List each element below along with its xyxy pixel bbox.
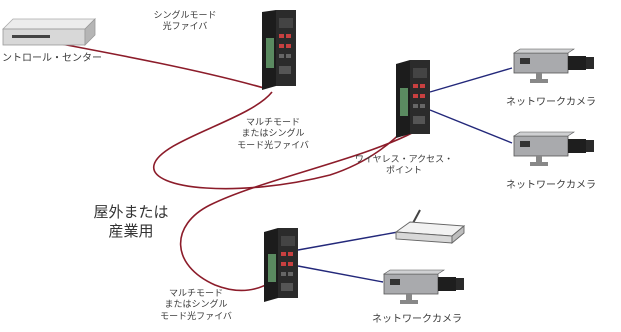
- outdoor-industrial-label: 屋外または 産業用: [76, 203, 186, 241]
- single-mode-fiber-line-1: シングルモード: [153, 11, 217, 21]
- wireless-router-icon: [394, 209, 466, 244]
- copper-switch-to-camera-3: [297, 265, 384, 283]
- multi-or-single-fiber-2-line-1: マルチモード: [168, 289, 223, 299]
- multi-or-single-fiber-label-2: マルチモード またはシングル モード光ファイバ: [146, 289, 246, 323]
- copper-ap-to-camera-1: [429, 67, 513, 93]
- single-mode-fiber-label: シングルモード 光ファイバ: [140, 11, 230, 34]
- multi-or-single-fiber-2-line-2: またはシングル: [164, 300, 228, 311]
- wireless-ap-line-1: ワイヤレス・アクセス・: [354, 155, 454, 165]
- camera-icon-1: [513, 48, 594, 83]
- multi-or-single-fiber-1-line-1: マルチモード: [245, 118, 300, 128]
- control-center-label: ントロール・センター: [2, 53, 102, 64]
- switch-icon-bottom: [264, 228, 298, 302]
- wireless-access-point-icon: [396, 60, 430, 138]
- control-center-icon: [2, 18, 96, 46]
- copper-ap-to-camera-2: [429, 109, 513, 144]
- switch-icon-top: [262, 10, 296, 90]
- fiber-switch-to-ap-loop: [153, 91, 409, 190]
- copper-cables: [297, 67, 513, 283]
- copper-switch-to-ap-device: [297, 231, 399, 251]
- wireless-ap-label: ワイヤレス・アクセス・ ポイント: [348, 155, 460, 178]
- camera-label-1: ネットワークカメラ: [506, 97, 596, 108]
- multi-or-single-fiber-2-line-3: モード光ファイバ: [160, 311, 232, 322]
- camera-icon-3: [383, 269, 464, 304]
- outdoor-industrial-line-2: 産業用: [108, 221, 154, 240]
- multi-or-single-fiber-1-line-2: またはシングル: [241, 129, 305, 140]
- wireless-ap-line-2: ポイント: [385, 166, 422, 177]
- camera-label-3: ネットワークカメラ: [372, 314, 462, 325]
- fiber-ap-to-bottom-switch: [179, 131, 415, 292]
- fiber-control-to-switch: [39, 39, 265, 89]
- multi-or-single-fiber-label-1: マルチモード またはシングル モード光ファイバ: [218, 118, 328, 152]
- camera-label-2: ネットワークカメラ: [506, 180, 596, 191]
- outdoor-industrial-line-1: 屋外または: [93, 203, 169, 221]
- single-mode-fiber-line-2: 光ファイバ: [162, 22, 208, 33]
- multi-or-single-fiber-1-line-3: モード光ファイバ: [237, 140, 309, 151]
- fiber-cables: [39, 39, 415, 292]
- camera-icon-2: [513, 131, 594, 166]
